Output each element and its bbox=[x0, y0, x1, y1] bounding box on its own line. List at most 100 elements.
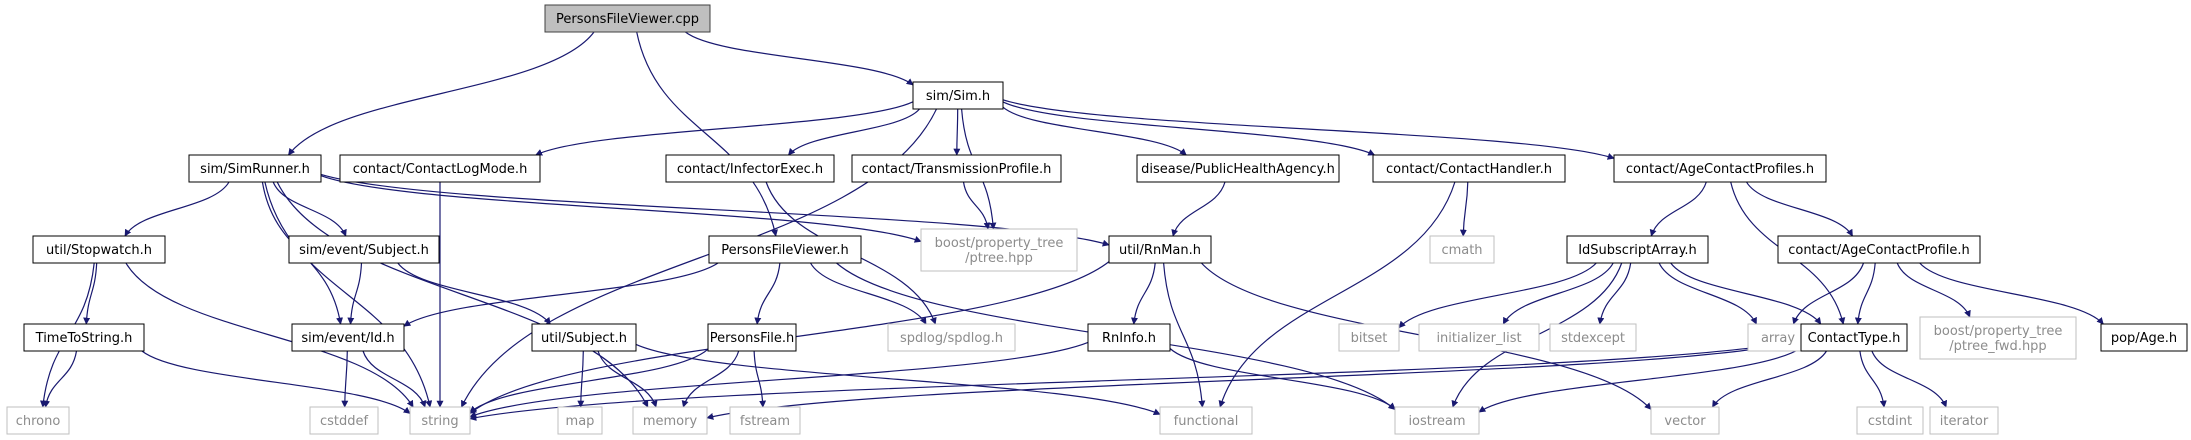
node-label: pop/Age.h bbox=[2111, 331, 2177, 346]
node-box bbox=[1418, 323, 1540, 352]
node-cstdint: cstdint bbox=[1856, 406, 1924, 435]
node-ptree: boost/property_tree/ptree.hpp bbox=[920, 228, 1078, 272]
node-label: sim/Sim.h bbox=[926, 89, 990, 104]
edge-sim-to-handler bbox=[1002, 101, 1376, 156]
node-label: ContactType.h bbox=[1808, 331, 1901, 346]
node-box bbox=[6, 406, 70, 435]
edge-idsub-to-ctype bbox=[1670, 262, 1822, 325]
edge-sim-to-infector bbox=[788, 108, 920, 156]
edge-ctype-to-vector bbox=[1711, 350, 1828, 408]
node-box bbox=[1549, 323, 1637, 352]
node-label: IdSubscriptArray.h bbox=[1578, 243, 1697, 258]
node-evsubject[interactable]: sim/event/Subject.h bbox=[288, 235, 440, 264]
node-ctype[interactable]: ContactType.h bbox=[1800, 323, 1908, 352]
node-stdexcept: stdexcept bbox=[1549, 323, 1637, 352]
node-agecp[interactable]: contact/AgeContactProfile.h bbox=[1777, 235, 1981, 264]
node-box bbox=[23, 323, 145, 352]
node-tts[interactable]: TimeToString.h bbox=[23, 323, 145, 352]
node-stopwatch[interactable]: util/Stopwatch.h bbox=[32, 235, 166, 264]
node-usubject[interactable]: util/Subject.h bbox=[531, 323, 637, 352]
node-root[interactable]: PersonsFileViewer.cpp bbox=[544, 4, 711, 33]
edge-tts-to-string bbox=[141, 350, 411, 414]
edge-pfile-to-string bbox=[469, 348, 709, 413]
node-label: iostream bbox=[1408, 414, 1465, 429]
node-label: contact/ContactLogMode.h bbox=[353, 162, 528, 177]
node-label: array bbox=[1761, 331, 1795, 346]
edge-pha-to-rnman bbox=[1171, 181, 1226, 237]
node-label: iterator bbox=[1940, 414, 1989, 429]
edge-tts-to-chrono bbox=[43, 350, 78, 408]
node-label: map bbox=[566, 414, 595, 429]
node-handler[interactable]: contact/ContactHandler.h bbox=[1372, 154, 1566, 183]
node-agecps[interactable]: contact/AgeContactProfiles.h bbox=[1613, 154, 1827, 183]
node-label: TimeToString.h bbox=[35, 331, 133, 346]
edge-ctype-to-cstdint bbox=[1859, 350, 1887, 408]
node-box bbox=[1394, 406, 1480, 435]
node-box bbox=[1856, 406, 1924, 435]
edge-rninfo-to-string bbox=[469, 341, 1089, 418]
edge-evid-to-cstddef bbox=[341, 350, 349, 408]
node-vector: vector bbox=[1650, 406, 1720, 435]
node-chrono: chrono bbox=[6, 406, 70, 435]
edge-sim-to-logmode bbox=[535, 101, 914, 156]
node-transprof[interactable]: contact/TransmissionProfile.h bbox=[851, 154, 1062, 183]
node-label: RnInfo.h bbox=[1102, 331, 1156, 346]
node-rnman[interactable]: util/RnMan.h bbox=[1108, 235, 1212, 264]
node-label: util/RnMan.h bbox=[1119, 243, 1201, 258]
node-box bbox=[1087, 323, 1171, 352]
node-box bbox=[309, 406, 379, 435]
node-box bbox=[32, 235, 166, 264]
edge-sim-to-pha bbox=[1002, 106, 1187, 156]
edge-sim-to-string bbox=[460, 108, 938, 408]
node-box bbox=[708, 235, 862, 264]
node-idsub[interactable]: IdSubscriptArray.h bbox=[1566, 235, 1709, 264]
edge-rnman-to-functional bbox=[1163, 262, 1206, 408]
node-rninfo[interactable]: RnInfo.h bbox=[1087, 323, 1171, 352]
node-functional: functional bbox=[1159, 406, 1253, 435]
node-box bbox=[1372, 154, 1566, 183]
node-box bbox=[632, 406, 708, 435]
node-label: cmath bbox=[1441, 243, 1482, 258]
node-evid[interactable]: sim/event/Id.h bbox=[291, 323, 405, 352]
node-label: contact/ContactHandler.h bbox=[1386, 162, 1552, 177]
node-box bbox=[288, 235, 440, 264]
edge-pfviewer-to-evid bbox=[403, 262, 719, 327]
node-logmode[interactable]: contact/ContactLogMode.h bbox=[339, 154, 541, 183]
edge-simrunner-to-evsubject bbox=[272, 181, 347, 237]
node-box bbox=[1747, 323, 1809, 352]
node-popage[interactable]: pop/Age.h bbox=[2100, 323, 2188, 352]
edge-root-to-pfviewer bbox=[636, 31, 778, 237]
edge-handler-to-functional bbox=[1218, 181, 1456, 408]
node-label: PersonsFile.h bbox=[710, 331, 795, 346]
edge-evsubject-to-usubject bbox=[397, 262, 551, 325]
node-simrunner[interactable]: sim/SimRunner.h bbox=[188, 154, 322, 183]
edge-stopwatch-to-tts bbox=[83, 262, 98, 325]
edge-agecp-to-ctype bbox=[1854, 262, 1876, 325]
node-pha[interactable]: disease/PublicHealthAgency.h bbox=[1136, 154, 1340, 183]
node-box bbox=[1800, 323, 1908, 352]
node-label: /ptree.hpp bbox=[965, 251, 1033, 266]
node-box bbox=[1108, 235, 1212, 264]
node-box bbox=[729, 406, 801, 435]
node-memory: memory bbox=[632, 406, 708, 435]
edge-simrunner-to-string bbox=[264, 181, 433, 408]
node-label: disease/PublicHealthAgency.h bbox=[1141, 162, 1335, 177]
edge-root-to-simrunner bbox=[288, 31, 595, 156]
node-spdlog: spdlog/spdlog.h bbox=[887, 323, 1016, 352]
node-label: contact/InfectorExec.h bbox=[677, 162, 823, 177]
node-string: string bbox=[409, 406, 471, 435]
edge-usubject-to-map bbox=[577, 350, 585, 408]
node-pfviewer[interactable]: PersonsFileViewer.h bbox=[708, 235, 862, 264]
node-pfile[interactable]: PersonsFile.h bbox=[707, 323, 797, 352]
node-box bbox=[531, 323, 637, 352]
edge-agecp-to-popage bbox=[1919, 262, 2104, 325]
node-box bbox=[920, 228, 1078, 272]
node-infector[interactable]: contact/InfectorExec.h bbox=[665, 154, 835, 183]
edge-pfviewer-to-pfile bbox=[754, 262, 781, 325]
node-sim[interactable]: sim/Sim.h bbox=[912, 81, 1004, 110]
node-box bbox=[409, 406, 471, 435]
node-cmath: cmath bbox=[1429, 235, 1495, 264]
edge-root-to-sim bbox=[685, 31, 914, 86]
node-box bbox=[887, 323, 1016, 352]
